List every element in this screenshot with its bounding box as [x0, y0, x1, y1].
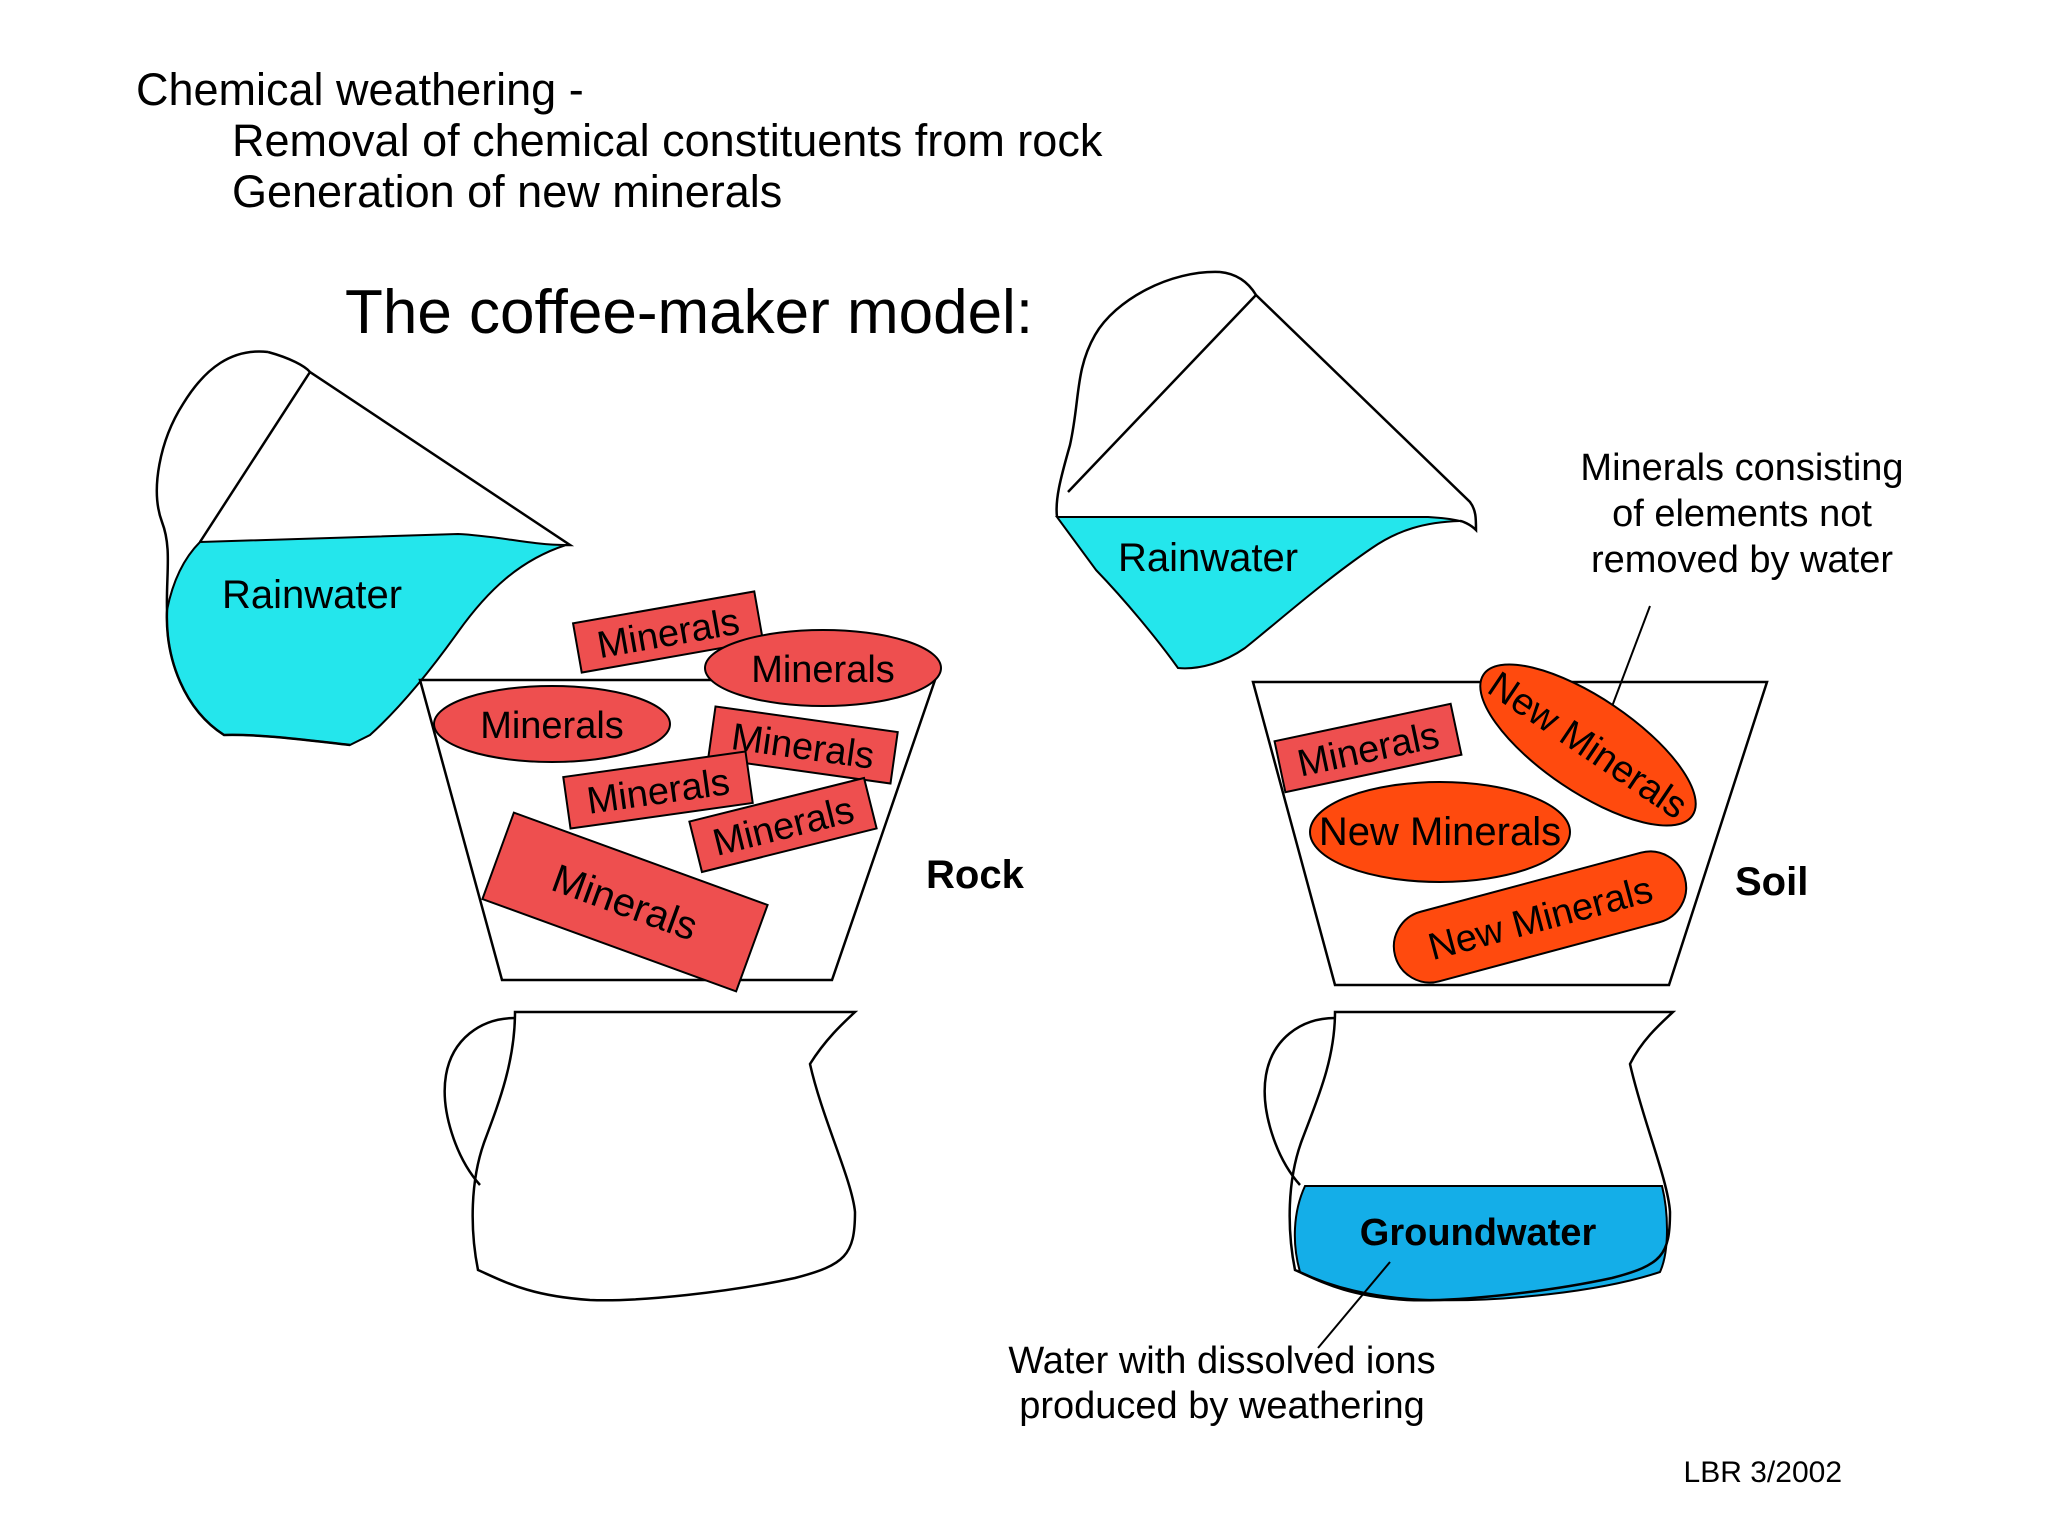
water-annotation-line-2: produced by weathering	[1019, 1385, 1425, 1427]
left-pitcher-outline	[155, 350, 351, 747]
minerals-annotation-line-2: of elements not	[1612, 493, 1872, 535]
left-pitcher-rim	[198, 371, 312, 543]
mineral-ellipse: Minerals	[704, 629, 942, 707]
rock-label: Rock	[926, 853, 1025, 897]
right-carafe: Groundwater	[1263, 1010, 1677, 1302]
water-annotation: Water with dissolved ions produced by we…	[1008, 1261, 1436, 1427]
header-line-3: Generation of new minerals	[232, 166, 783, 217]
minerals-annotation-line-1: Minerals consisting	[1580, 447, 1903, 489]
mineral-rect: Minerals	[707, 705, 899, 785]
water-annotation-leader	[1317, 1261, 1391, 1349]
left-carafe-body	[471, 1010, 859, 1302]
left-rain-pitcher: Rainwater	[155, 350, 575, 747]
header-line-2: Removal of chemical constituents from ro…	[232, 115, 1103, 166]
right-pitcher-outline	[1055, 270, 1221, 518]
minerals-annotation: Minerals consisting of elements not remo…	[1580, 447, 1904, 726]
right-pitcher-rim	[1067, 294, 1257, 493]
right-pitcher-top	[1219, 270, 1478, 534]
right-carafe-handle	[1263, 1016, 1336, 1186]
model-title: The coffee-maker model:	[345, 278, 1034, 347]
right-rainwater-fill	[1055, 516, 1461, 670]
right-carafe-body	[1288, 1010, 1677, 1302]
left-pitcher-top	[267, 350, 575, 547]
credit: LBR 3/2002	[1684, 1456, 1842, 1489]
right-minerals: New Minerals Minerals New Minerals New M…	[1273, 663, 1697, 984]
new-mineral-label: New Minerals	[1319, 810, 1561, 854]
left-rainwater-label: Rainwater	[222, 573, 402, 617]
mineral-label: Minerals	[480, 705, 624, 747]
mineral-ellipse: Minerals	[433, 685, 671, 763]
left-carafe	[443, 1010, 859, 1302]
right-model: Rainwater Minerals consisting of element…	[1008, 270, 1904, 1427]
right-rainwater-label: Rainwater	[1118, 536, 1298, 580]
groundwater-label: Groundwater	[1360, 1212, 1597, 1254]
left-minerals: Minerals Minerals Minerals Minerals Mine…	[433, 590, 942, 993]
soil-label: Soil	[1735, 860, 1808, 904]
header: Chemical weathering - Removal of chemica…	[0, 0, 2048, 240]
minerals-annotation-line-3: removed by water	[1591, 539, 1893, 581]
left-carafe-handle	[443, 1016, 516, 1186]
water-annotation-line-1: Water with dissolved ions	[1008, 1340, 1435, 1382]
header-line-1: Chemical weathering -	[136, 64, 584, 115]
right-filter-cone	[1251, 680, 1769, 987]
mineral-label: Minerals	[751, 649, 895, 691]
left-model: Rainwater Minerals Minerals Minerals	[155, 350, 1025, 1302]
new-mineral-ellipse: New Minerals	[1309, 781, 1571, 883]
mineral-rect: Minerals	[1273, 702, 1463, 794]
right-rain-pitcher: Rainwater	[1055, 270, 1478, 670]
